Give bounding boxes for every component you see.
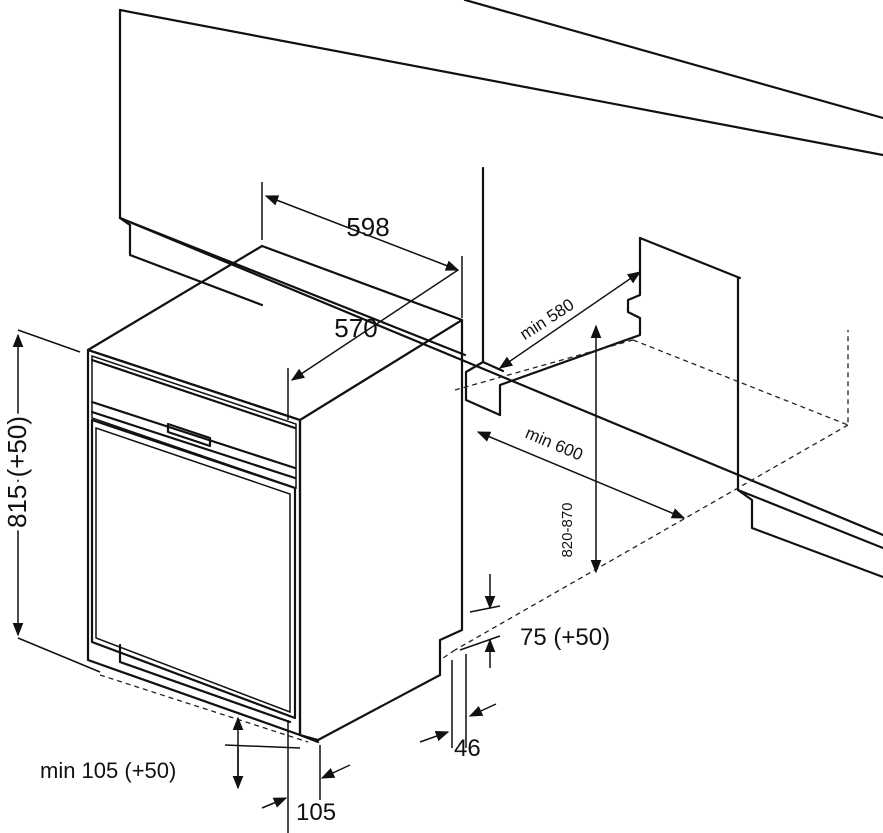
dim-820-870-label: 820-870 bbox=[559, 502, 576, 557]
countertop bbox=[118, 0, 883, 537]
dim-598-label: 598 bbox=[346, 212, 389, 242]
dim-min600-label: min 600 bbox=[523, 423, 586, 464]
dim-46-label: 46 bbox=[454, 735, 481, 762]
dim-570 bbox=[287, 269, 459, 420]
dim-105-label: 105 bbox=[296, 799, 336, 826]
right-cabinet bbox=[736, 276, 883, 579]
dim-75 bbox=[459, 574, 501, 668]
dishwasher bbox=[86, 244, 464, 744]
dim-min580 bbox=[498, 271, 642, 369]
dim-105 bbox=[261, 720, 351, 833]
dim-min105-label: min 105 (+50) bbox=[40, 758, 176, 783]
dim-75-label: 75 (+50) bbox=[520, 624, 610, 651]
dim-570-label: 570 bbox=[334, 313, 377, 343]
dim-815-label: 815 (+50) bbox=[2, 416, 32, 528]
dim-815 bbox=[12, 329, 101, 673]
dim-min600 bbox=[476, 431, 686, 519]
dim-598 bbox=[261, 182, 463, 318]
left-cabinet bbox=[118, 216, 264, 307]
dim-46 bbox=[419, 654, 497, 748]
